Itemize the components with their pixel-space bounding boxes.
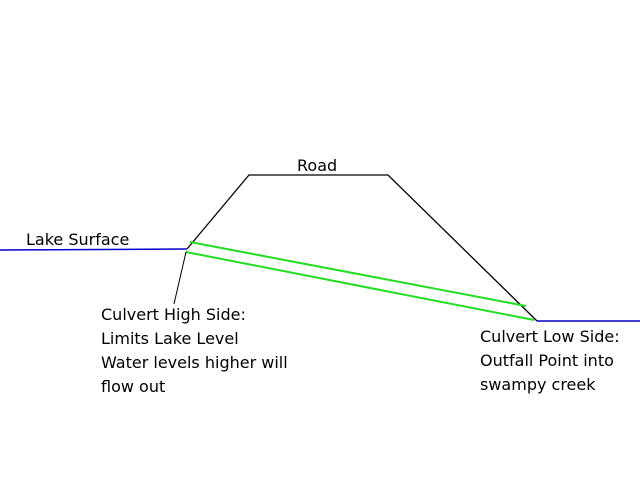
culvert-pipe-top bbox=[189, 241, 527, 307]
high-side-line-1: Culvert High Side: bbox=[101, 305, 246, 324]
high-side-line-2: Limits Lake Level bbox=[101, 329, 239, 348]
low-side-line-2: Outfall Point into bbox=[480, 351, 614, 370]
culvert-high-side-label: Culvert High Side: Limits Lake Level Wat… bbox=[101, 305, 288, 396]
high-side-line-3: Water levels higher will bbox=[101, 353, 288, 372]
road-embankment bbox=[186, 174, 538, 322]
low-side-line-3: swampy creek bbox=[480, 375, 596, 394]
low-side-line-1: Culvert Low Side: bbox=[480, 327, 620, 346]
road-label: Road bbox=[297, 156, 337, 175]
high-side-leader-line bbox=[173, 251, 187, 305]
high-side-line-4: flow out bbox=[101, 377, 165, 396]
culvert-pipe-bottom bbox=[185, 251, 535, 321]
culvert-low-side-label: Culvert Low Side: Outfall Point into swa… bbox=[480, 327, 620, 394]
lake-surface-line bbox=[0, 248, 188, 251]
lake-surface-label: Lake Surface bbox=[26, 230, 129, 249]
